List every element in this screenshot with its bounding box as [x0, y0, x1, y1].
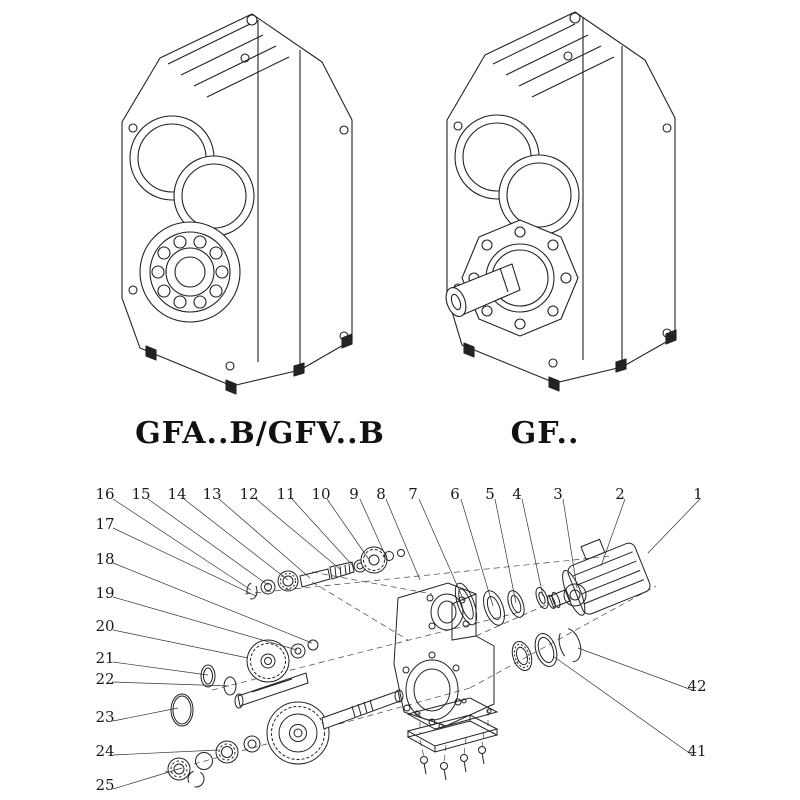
model-label-gfab: GFA..B/GFV..B [135, 416, 385, 451]
part-callout-9: 9 [349, 485, 359, 503]
part-callout-8: 8 [376, 485, 386, 503]
part-callout-14: 14 [167, 485, 187, 503]
part-callout-15: 15 [131, 485, 151, 503]
part-callout-25: 25 [95, 776, 115, 794]
part-callout-18: 18 [95, 550, 115, 568]
cover-plate-parts [406, 697, 499, 781]
part-callout-22: 22 [95, 670, 115, 688]
part-callout-6: 6 [450, 485, 460, 503]
motor-part [547, 538, 651, 616]
part-callout-13: 13 [202, 485, 222, 503]
assembly-axis-lines [164, 555, 657, 773]
part-callout-10: 10 [311, 485, 331, 503]
gearbox-gf-drawing [445, 11, 677, 392]
part-callout-5: 5 [485, 485, 495, 503]
part-callout-1: 1 [693, 485, 703, 503]
part-callout-41: 41 [687, 742, 707, 760]
callout-leader-lines [112, 498, 701, 790]
part-callout-12: 12 [239, 485, 259, 503]
part-callout-17: 17 [95, 515, 115, 533]
part-callout-2: 2 [615, 485, 625, 503]
part-callout-7: 7 [408, 485, 418, 503]
part-callout-21: 21 [95, 649, 115, 667]
part-callout-24: 24 [95, 742, 115, 760]
part-callout-23: 23 [95, 708, 115, 726]
model-label-gf: GF.. [510, 416, 580, 451]
part-callout-3: 3 [553, 485, 563, 503]
part-callout-20: 20 [95, 617, 115, 635]
output-bearing-parts [511, 628, 582, 672]
part-callout-4: 4 [512, 485, 522, 503]
part-callout-11: 11 [276, 485, 296, 503]
input-shaft-parts [246, 546, 405, 600]
part-callout-19: 19 [95, 584, 115, 602]
part-callout-42: 42 [687, 677, 707, 695]
intermediate-shaft-parts [200, 639, 319, 709]
part-callout-16: 16 [95, 485, 115, 503]
exploded-parts-drawing [112, 498, 701, 790]
gearbox-gfab-drawing [121, 13, 353, 395]
output-shaft-parts [167, 689, 404, 788]
